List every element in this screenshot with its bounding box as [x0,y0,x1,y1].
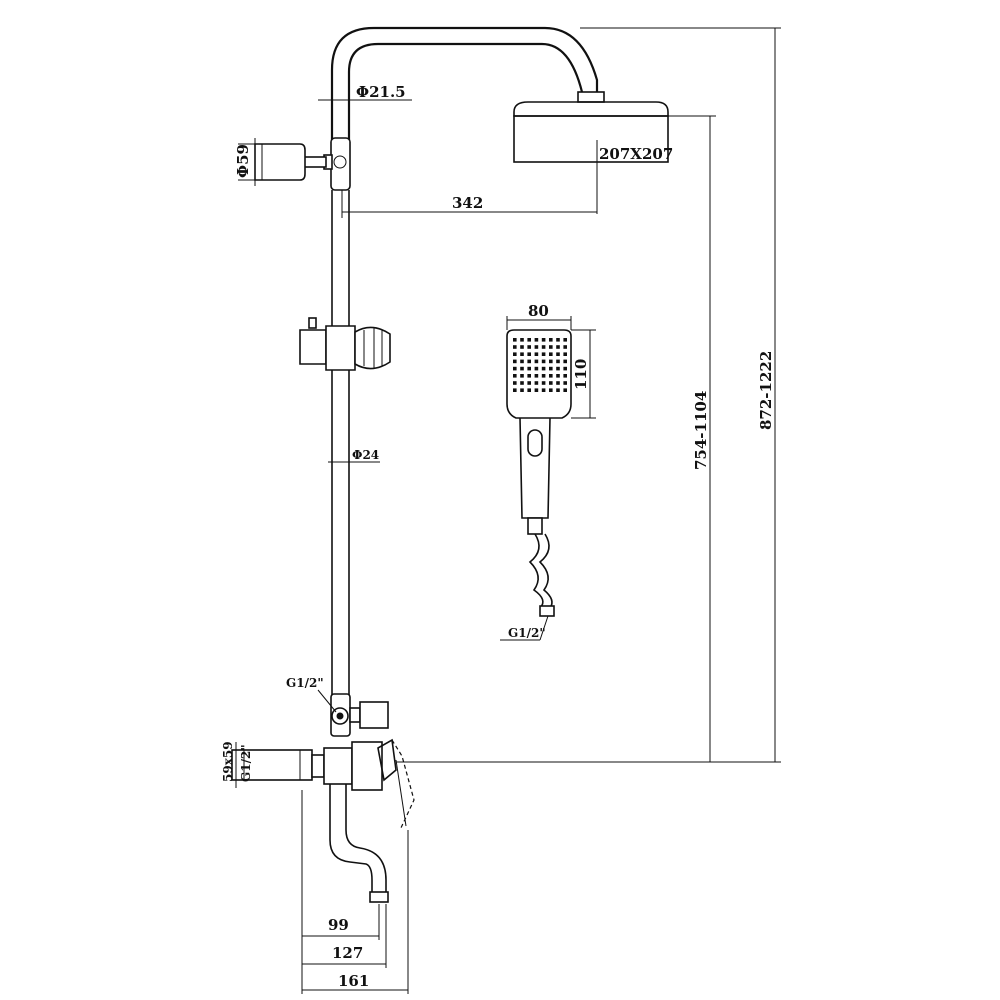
nozzle [541,388,546,392]
nozzle [520,374,524,378]
nozzle [556,352,560,356]
nozzle [513,381,517,385]
dim-spout-161: 161 [338,972,369,990]
nozzle [549,374,553,378]
nozzle [549,345,553,349]
vertical-rail [331,190,350,700]
nozzle [549,359,553,364]
shower-head [513,101,669,163]
dim-mixer-thread: G1/2" [239,744,253,782]
hand-shower [506,329,572,617]
dim-lines [235,27,781,994]
overhead-arm [330,26,605,140]
nozzle [534,381,539,385]
nozzle [520,381,524,385]
nozzle [534,345,539,349]
dim-side-diameter: Φ59 [234,144,252,178]
lower-diverter [330,693,389,737]
dim-tube-diameter: Φ21.5 [356,83,406,101]
nozzle [527,374,531,378]
nozzle [527,352,531,356]
nozzle [520,352,524,356]
nozzle [549,381,553,385]
nozzle [520,388,524,392]
nozzle [513,388,517,392]
nozzle [563,359,567,364]
nozzle [563,374,567,378]
dim-spout-127: 127 [332,944,363,962]
nozzle [549,338,553,342]
nozzle [563,388,567,392]
nozzle [520,366,524,371]
dim-diverter-thread: G1/2" [286,676,324,690]
dim-mixer-size: 59x59 [221,741,235,782]
nozzle [563,381,567,385]
nozzle [513,359,517,364]
nozzle [563,345,567,349]
dim-head-height-range: 754-1104 [692,391,710,470]
nozzle [549,388,553,392]
nozzle [563,366,567,371]
nozzle [520,338,524,342]
mixer-valve [231,738,415,831]
dim-head-offset: 342 [452,194,483,212]
dim-head-size: 207X207 [599,145,673,163]
nozzle [556,366,560,371]
nozzle [541,374,546,378]
dim-hand-height: 110 [572,359,590,390]
bath-spout [329,784,389,903]
nozzle [563,352,567,356]
nozzle [513,374,517,378]
nozzle [513,352,517,356]
nozzle [541,352,546,356]
nozzle [556,388,560,392]
nozzle [527,366,531,371]
nozzle [534,366,539,371]
nozzle [556,381,560,385]
nozzle [556,359,560,364]
nozzle [513,366,517,371]
nozzle [534,359,539,364]
nozzle [541,366,546,371]
dim-rail-diameter: Φ24 [352,448,379,462]
nozzle [556,338,560,342]
nozzle [556,374,560,378]
dim-total-height-range: 872-1222 [757,351,775,430]
nozzle [541,381,546,385]
nozzle [527,381,531,385]
nozzle [520,359,524,364]
slide-holder [299,317,391,371]
nozzle [527,388,531,392]
nozzle [513,338,517,342]
dim-hose-thread: G1/2" [508,626,546,640]
nozzle [520,345,524,349]
nozzle [527,345,531,349]
nozzle [541,345,546,349]
nozzle [527,359,531,364]
nozzle [541,338,546,342]
upper-connector [254,137,351,191]
nozzle [534,374,539,378]
nozzle [549,366,553,371]
nozzle [534,338,539,342]
nozzle [556,345,560,349]
hand-shower-nozzles [513,338,567,392]
nozzle [534,352,539,356]
dim-spout-99: 99 [328,916,349,934]
nozzle [527,338,531,342]
dim-hand-width: 80 [528,302,549,320]
nozzle [541,359,546,364]
nozzle [563,338,567,342]
nozzle [549,352,553,356]
nozzle [513,345,517,349]
nozzle [534,388,539,392]
